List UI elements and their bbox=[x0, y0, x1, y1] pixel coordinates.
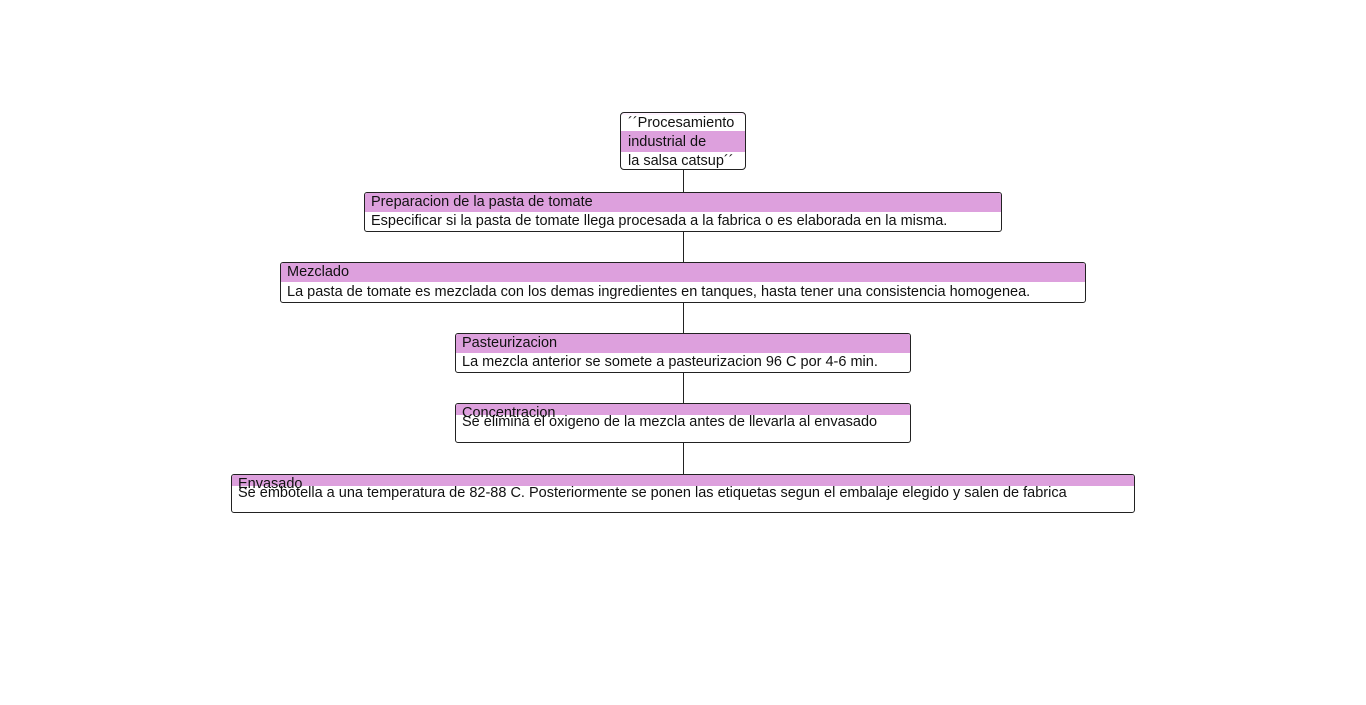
step-envasado[interactable]: Envasado Se embotella a una temperatura … bbox=[231, 474, 1135, 513]
root-line-1: ´´Procesamiento bbox=[628, 115, 735, 131]
step-preparacion[interactable]: Preparacion de la pasta de tomate Especi… bbox=[364, 192, 1002, 232]
step-text: Especificar si la pasta de tomate llega … bbox=[371, 213, 948, 229]
connector-root-to-preparacion bbox=[683, 170, 684, 193]
root-line-2: industrial de bbox=[628, 134, 707, 150]
step-mezclado[interactable]: Mezclado La pasta de tomate es mezclada … bbox=[280, 262, 1086, 303]
step-concentracion[interactable]: Concentracion Se elimina el oxigeno de l… bbox=[455, 403, 911, 443]
connector-concentracion-to-envasado bbox=[683, 442, 684, 475]
step-title: Concentracion bbox=[462, 405, 556, 421]
step-pasteurizacion[interactable]: Pasteurizacion La mezcla anterior se som… bbox=[455, 333, 911, 373]
step-text: Se elimina el oxigeno de la mezcla antes… bbox=[462, 414, 878, 430]
root-line-3: la salsa catsup´´ bbox=[628, 153, 734, 169]
root-node[interactable]: ´´Procesamiento industrial de la salsa c… bbox=[620, 112, 746, 170]
step-title: Envasado bbox=[238, 476, 303, 492]
step-text: La mezcla anterior se somete a pasteuriz… bbox=[462, 354, 878, 370]
step-title: Preparacion de la pasta de tomate bbox=[365, 193, 1001, 212]
step-title: Pasteurizacion bbox=[456, 334, 910, 353]
step-title-band: Concentracion bbox=[456, 404, 910, 421]
connector-pasteurizacion-to-concentracion bbox=[683, 372, 684, 404]
step-text: Se embotella a una temperatura de 82-88 … bbox=[238, 485, 1067, 501]
connector-mezclado-to-pasteurizacion bbox=[683, 302, 684, 334]
connector-preparacion-to-mezclado bbox=[683, 231, 684, 263]
step-text: La pasta de tomate es mezclada con los d… bbox=[287, 284, 1031, 300]
step-title-band: Envasado bbox=[232, 475, 1134, 492]
step-title: Mezclado bbox=[281, 263, 1085, 282]
